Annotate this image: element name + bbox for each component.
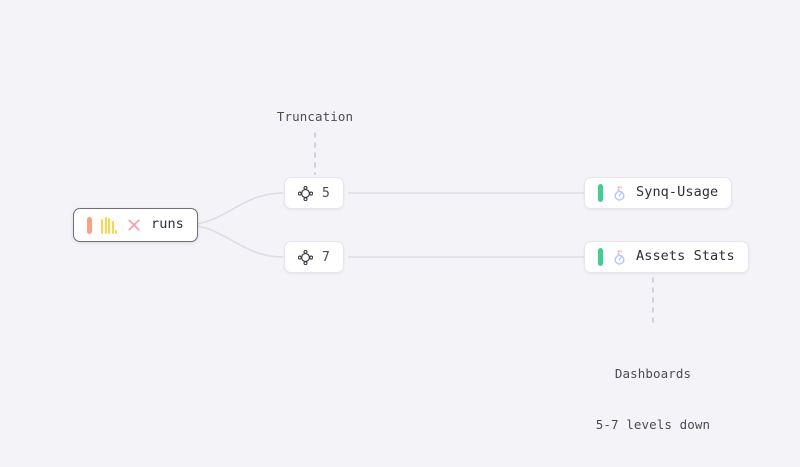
annotation-truncation: Truncation — [276, 109, 354, 124]
green-bar-icon — [598, 184, 603, 202]
lineage-canvas[interactable]: runs 5 7 — [0, 0, 800, 450]
node-runs[interactable]: runs — [73, 208, 198, 242]
node-group-7-count: 7 — [322, 249, 330, 265]
green-bar-icon — [598, 248, 603, 266]
edge-runs-to-group-7 — [184, 224, 284, 258]
gauge-icon — [612, 185, 627, 202]
gauge-icon — [612, 249, 627, 266]
node-synq-usage-label: Synq-Usage — [636, 184, 719, 201]
node-synq-usage[interactable]: Synq-Usage — [584, 177, 733, 209]
node-group-5[interactable]: 5 — [284, 177, 344, 209]
yellow-bars-icon — [101, 216, 117, 234]
pink-x-icon — [126, 217, 142, 233]
orange-bar-icon — [87, 216, 92, 234]
cluster-icon — [298, 249, 313, 265]
cluster-icon — [298, 185, 313, 201]
node-group-5-count: 5 — [322, 185, 330, 201]
node-assets-stats[interactable]: Assets Stats — [584, 241, 749, 273]
annotation-dashboards-line1: Dashboards — [614, 366, 692, 381]
edge-runs-to-group-5 — [184, 192, 284, 226]
annotation-dashboards: Dashboards 5-7 levels down — [563, 331, 743, 467]
node-runs-label: runs — [151, 216, 184, 233]
annotation-dashboards-line2: 5-7 levels down — [595, 417, 711, 432]
node-assets-stats-label: Assets Stats — [636, 248, 735, 265]
node-group-7[interactable]: 7 — [284, 241, 344, 273]
